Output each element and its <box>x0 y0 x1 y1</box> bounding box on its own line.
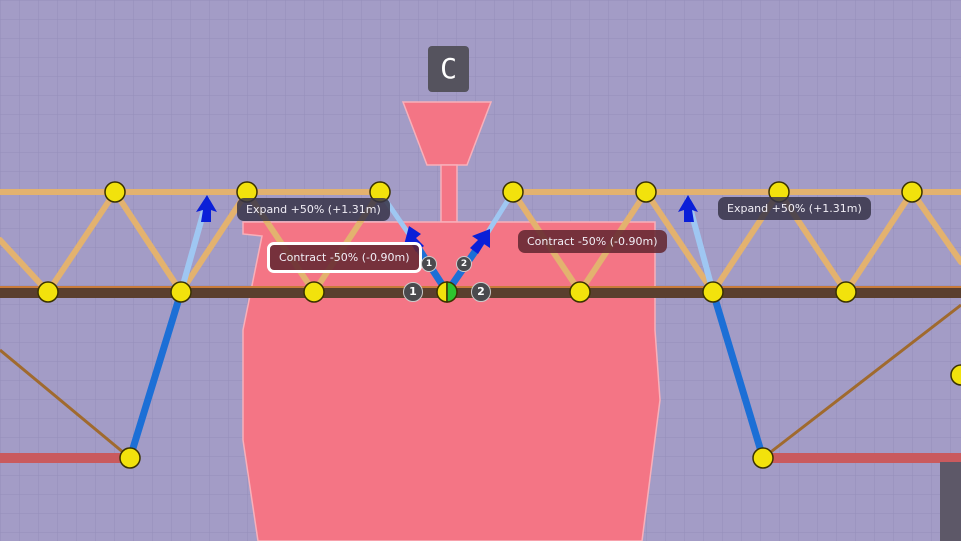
boat-obstacle <box>242 101 661 541</box>
road-right <box>763 453 961 463</box>
piston-badge-2: 2 <box>456 256 472 272</box>
split-joint[interactable] <box>436 281 458 303</box>
expand-label-right: Expand +50% (+1.31m) <box>718 197 871 220</box>
split-badge-1[interactable]: 1 <box>403 282 423 302</box>
contract-label-right: Contract -50% (-0.90m) <box>518 230 667 253</box>
split-badge-2[interactable]: 2 <box>471 282 491 302</box>
wood-truss <box>0 189 961 295</box>
piston-badge-1: 1 <box>421 256 437 272</box>
lower-supports <box>0 303 961 460</box>
expand-label-left: Expand +50% (+1.31m) <box>237 198 390 221</box>
contract-label-left-selected: Contract -50% (-0.90m) <box>267 242 422 273</box>
road-left <box>0 453 130 463</box>
anchor-block <box>940 462 961 541</box>
joint-nodes[interactable] <box>37 181 961 469</box>
mode-c-button[interactable]: C <box>428 46 469 92</box>
